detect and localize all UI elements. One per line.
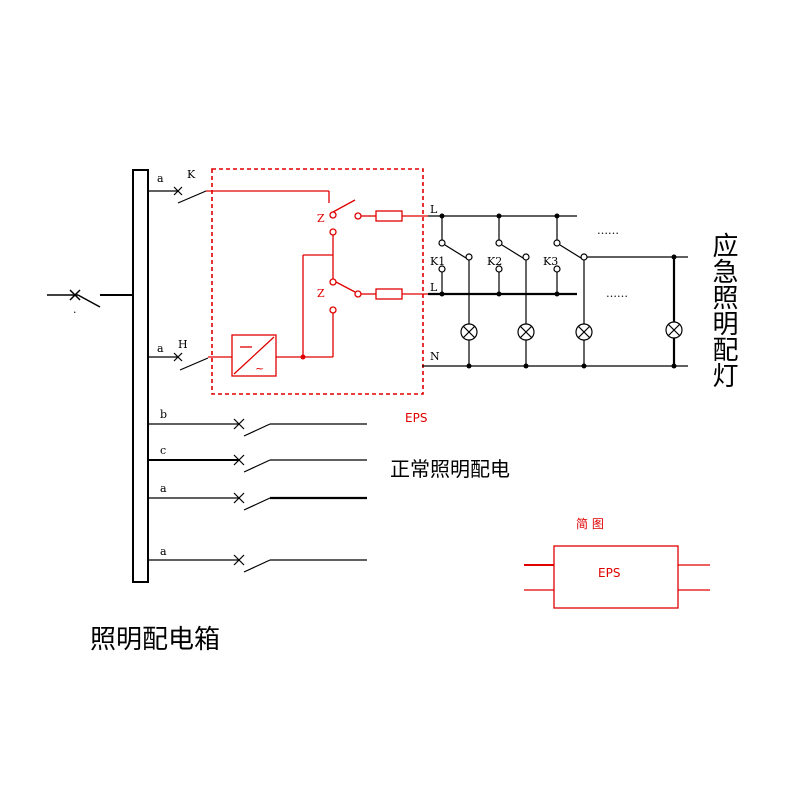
label-k2: K2 xyxy=(487,255,502,268)
incoming-feed xyxy=(47,289,133,308)
branch-k xyxy=(148,186,207,204)
label-feeder-a4: a xyxy=(160,545,167,558)
schematic-eps-box xyxy=(553,545,679,609)
inverter-ac-mark: ~ xyxy=(255,362,264,375)
eps-junction-dot xyxy=(300,354,306,360)
bus-dot xyxy=(439,291,445,297)
label-k1: K1 xyxy=(430,255,445,268)
label-switch-h: H xyxy=(178,338,188,351)
bus-dot xyxy=(581,363,587,369)
label-bus-n: N xyxy=(430,350,440,363)
lamp-branch-k3 xyxy=(553,216,593,366)
eps-boundary xyxy=(211,168,424,395)
main-busbar xyxy=(132,169,149,583)
normal-lighting-caption: 正常照明配电 xyxy=(390,457,510,481)
label-bus-l2: L xyxy=(430,281,438,294)
panel-title: 照明配电箱 xyxy=(90,625,220,655)
dots-lower: …… xyxy=(606,287,628,300)
bus-dot xyxy=(671,254,677,260)
bus-dot xyxy=(671,363,677,369)
branch-h xyxy=(148,352,209,371)
lamp-branch-k1 xyxy=(438,216,478,366)
emergency-bus-lines xyxy=(422,215,688,367)
label-z-upper: Z xyxy=(317,212,325,225)
bus-dot xyxy=(496,291,502,297)
label-eps: EPS xyxy=(405,411,427,425)
label-feeder-a3: a xyxy=(160,482,167,495)
schematic-eps-label: EPS xyxy=(598,566,620,580)
incoming-feed-mark: · xyxy=(73,306,77,319)
emergency-lighting-caption: 应急照明配灯 xyxy=(708,232,738,388)
dots-upper: …… xyxy=(597,224,619,237)
lamp-branch-k2 xyxy=(495,216,535,366)
label-feeder-c: c xyxy=(160,444,166,457)
lamp-far-right xyxy=(665,321,683,339)
label-bus-l1: L xyxy=(430,203,438,216)
label-breaker-a1: a xyxy=(157,172,164,185)
bus-dot xyxy=(466,363,472,369)
bus-dot xyxy=(523,363,529,369)
schematic-leads xyxy=(524,564,710,591)
bus-dot xyxy=(496,213,502,219)
bus-dot xyxy=(439,213,445,219)
label-feeder-b: b xyxy=(160,408,167,421)
normal-feeders xyxy=(148,418,367,573)
schematic-title: 简 图 xyxy=(576,517,604,531)
label-switch-k: K xyxy=(187,168,196,181)
label-breaker-a2: a xyxy=(157,342,164,355)
label-k3: K3 xyxy=(543,255,558,268)
label-z-lower: Z xyxy=(317,287,325,300)
bus-dot xyxy=(554,291,560,297)
eps-internal-wiring xyxy=(206,190,428,377)
bus-dot xyxy=(554,213,560,219)
